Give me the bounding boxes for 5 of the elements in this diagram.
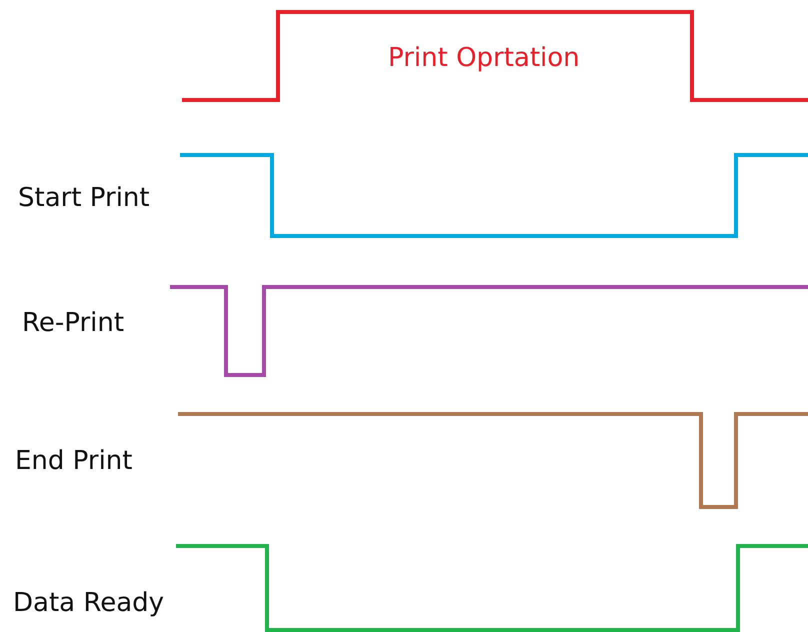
operation-label: Print Oprtation — [388, 43, 580, 73]
signal-label: Data Ready — [13, 588, 164, 618]
signal-label: Start Print — [18, 183, 150, 213]
signal-label: End Print — [15, 446, 132, 476]
signal-label: Re-Print — [22, 308, 124, 338]
